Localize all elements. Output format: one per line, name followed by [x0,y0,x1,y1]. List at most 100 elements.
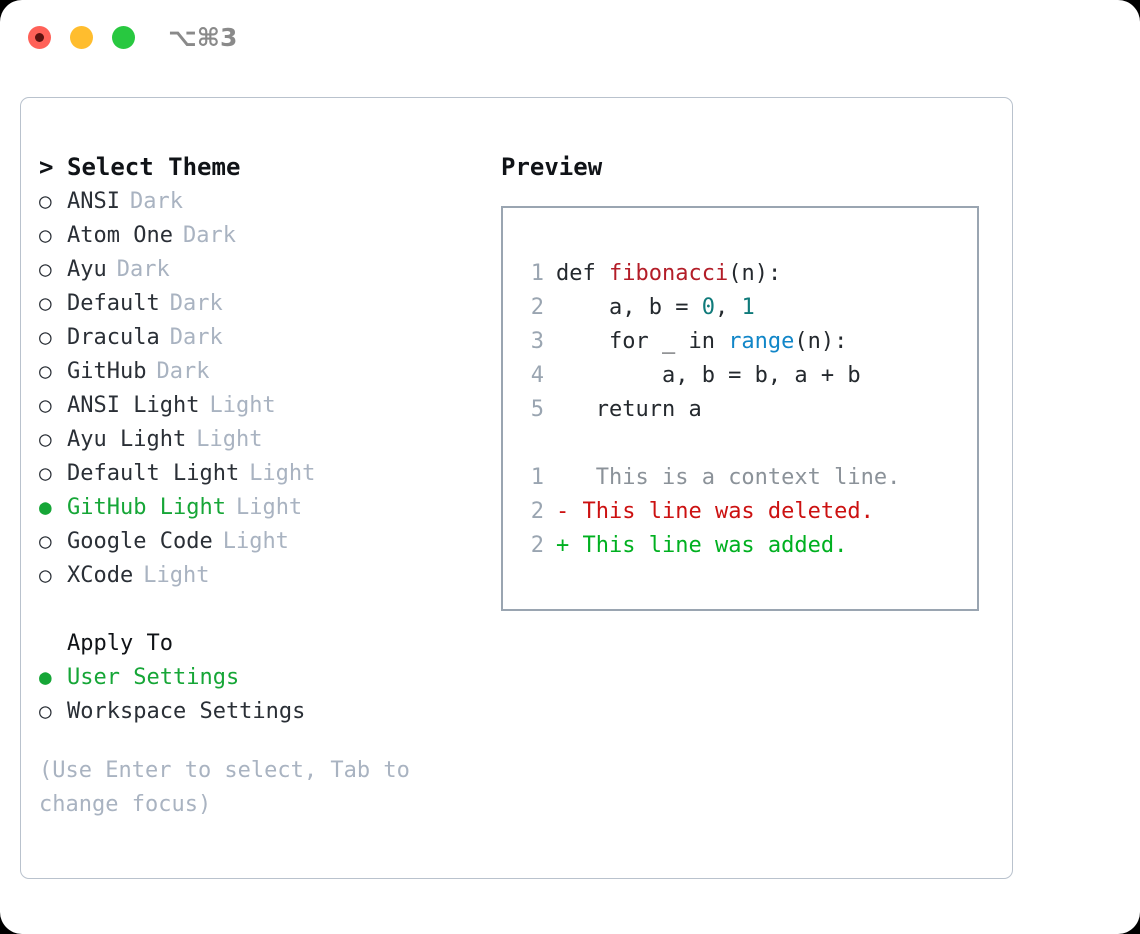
select-theme-header: > Select Theme [39,150,479,184]
theme-variant-badge: Dark [169,325,223,350]
apply-to-list[interactable]: ● User Settings ○Workspace Settings [39,660,479,728]
theme-row-default-light[interactable]: ○ Default Light Light [39,456,479,490]
code-line: 5 return a [520,393,900,427]
radio-selected-icon: ● [39,665,52,689]
close-button[interactable] [28,26,51,49]
apply-to-marker-spacer: ○ [39,626,67,660]
theme-variant-badge: Light [196,427,263,452]
radio-unselected-icon: ○ [39,427,52,451]
select-theme-label: Select Theme [67,153,241,181]
theme-name: Dracula [67,325,160,350]
minimize-button[interactable] [70,26,93,49]
theme-variant-badge: Dark [129,189,183,214]
title-bar: ⌥⌘3 [0,0,1140,76]
radio-unselected-icon: ○ [39,359,52,383]
code-token-func: fibonacci [608,261,729,286]
theme-variant-badge: Light [143,563,210,588]
code-token-num: 0 [701,295,715,320]
theme-name: ANSI Light [67,393,200,418]
diff-text: This line was deleted. [569,499,874,524]
diff-sign [556,465,569,490]
line-number: 1 [530,261,544,286]
code-token-plain: (n): [728,261,782,286]
diff-line-add: 2+ This line was added. [520,529,900,563]
theme-name: Default [67,291,160,316]
theme-name: Google Code [67,529,213,554]
theme-name: Default Light [67,461,240,486]
preview-gap [520,427,900,461]
diff-line-ctx: 1 This is a context line. [520,461,901,495]
apply-to-row-user-settings[interactable]: ● User Settings [39,660,479,694]
line-number: 2 [530,533,544,558]
code-token-num: 1 [741,295,755,320]
theme-row-google-code[interactable]: ○ Google Code Light [39,524,479,558]
code-token-call: range [728,329,795,354]
theme-row-github-light[interactable]: ● GitHub Light Light [39,490,479,524]
radio-selected-icon: ● [39,495,52,519]
zoom-button[interactable] [112,26,135,49]
theme-variant-badge: Dark [156,359,210,384]
theme-variant-badge: Dark [169,291,223,316]
theme-variant-badge: Light [235,495,303,520]
traffic-lights [28,26,135,49]
radio-unselected-icon: ○ [39,223,52,247]
theme-variant-badge: Dark [116,257,170,282]
theme-row-ayu-light[interactable]: ○ Ayu Light Light [39,422,479,456]
apply-to-name: User Settings [67,665,240,690]
theme-variant-badge: Light [249,461,316,486]
line-number: 5 [530,397,544,422]
code-token-plain: def [556,261,609,286]
radio-unselected-icon: ○ [39,189,52,213]
code-token-plain: return a [556,397,702,422]
preview-title: Preview [501,153,603,181]
code-line: 3 for _ in range(n): [520,325,900,359]
diff-sign: + [556,533,570,558]
apply-to-name: Workspace Settings [67,699,306,724]
theme-name: Ayu Light [67,427,187,452]
radio-unselected-icon: ○ [39,461,52,485]
caret-icon: > [39,153,54,181]
theme-name: Atom One [67,223,173,248]
theme-row-ayu[interactable]: ○ Ayu Dark [39,252,479,286]
line-number: 2 [530,499,544,524]
radio-unselected-icon: ○ [39,257,52,281]
line-number: 3 [530,329,544,354]
code-token-plain: (n): [794,329,848,354]
code-line: 2 a, b = 0, 1 [520,291,900,325]
line-number: 4 [530,363,544,388]
shortcut-label: ⌥⌘3 [168,23,238,52]
code-line: 4 a, b = b, a + b [520,359,900,393]
code-token-plain: a, b = b, a + b [556,363,861,388]
theme-name: ANSI [67,189,120,214]
radio-unselected-icon: ○ [39,529,52,553]
theme-name: XCode [67,563,134,588]
code-token-plain: , [714,295,742,320]
code-line: 1 def fibonacci(n): [520,257,900,291]
theme-name: GitHub Light [67,495,226,520]
line-number: 2 [530,295,544,320]
apply-to-header: ○Apply To [39,626,479,660]
theme-row-ansi-light[interactable]: ○ ANSI Light Light [39,388,479,422]
theme-row-ansi[interactable]: ○ ANSI Dark [39,184,479,218]
theme-name: Ayu [67,257,107,282]
diff-line-del: 2- This line was deleted. [520,495,900,529]
theme-variant-badge: Light [222,529,289,554]
theme-variant-badge: Light [209,393,276,418]
radio-unselected-icon: ○ [39,393,52,417]
diff-text: This is a context line. [569,465,901,490]
apply-to-label: Apply To [67,631,173,656]
line-number: 1 [530,465,544,490]
apply-to-row-workspace-settings[interactable]: ○Workspace Settings [39,694,479,728]
